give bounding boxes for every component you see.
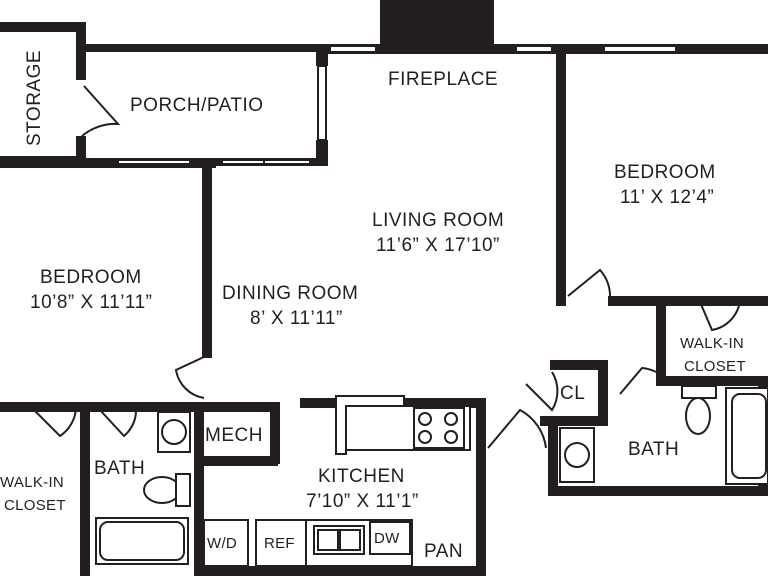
living-room-label: LIVING ROOM <box>372 210 504 231</box>
dishwasher-label: DW <box>374 530 400 547</box>
refrigerator-label: REF <box>264 535 295 552</box>
walkin-right-line2: CLOSET <box>684 358 746 375</box>
living-room-dims: 11’6” X 17’10” <box>376 235 500 256</box>
dining-room-label: DINING ROOM <box>222 283 358 304</box>
storage-label: STORAGE <box>24 50 45 146</box>
mech-label: MECH <box>205 425 263 446</box>
vanity-icon <box>157 411 191 453</box>
walkin-left-line2: CLOSET <box>4 497 66 514</box>
fixtures <box>95 385 768 567</box>
dining-room-dims: 8’ X 11’11” <box>250 308 343 329</box>
bedroom-right-label: BEDROOM <box>614 162 716 183</box>
bedroom-left-dims: 10’8” X 11’11” <box>30 292 152 313</box>
walkin-left-line1: WALK-IN <box>0 474 64 491</box>
bedroom-right-dims: 11’ X 12’4” <box>620 187 714 208</box>
kitchen-dims: 7’10” X 11’1” <box>306 491 419 512</box>
closet-label: CL <box>560 383 585 404</box>
bedroom-left-label: BEDROOM <box>40 267 142 288</box>
bath-right-label: BATH <box>628 439 679 460</box>
doors <box>33 85 741 449</box>
bath-left-label: BATH <box>94 458 145 479</box>
fireplace-label: FIREPLACE <box>388 69 498 90</box>
porch-label: PORCH/PATIO <box>130 95 264 116</box>
kitchen-label: KITCHEN <box>318 466 405 487</box>
washer-dryer-label: W/D <box>207 535 237 552</box>
pantry-label: PAN <box>424 541 463 562</box>
toilet-icon <box>685 397 711 435</box>
windows <box>117 45 677 165</box>
toilet-icon <box>143 476 181 504</box>
walkin-right-line1: WALK-IN <box>680 335 744 352</box>
